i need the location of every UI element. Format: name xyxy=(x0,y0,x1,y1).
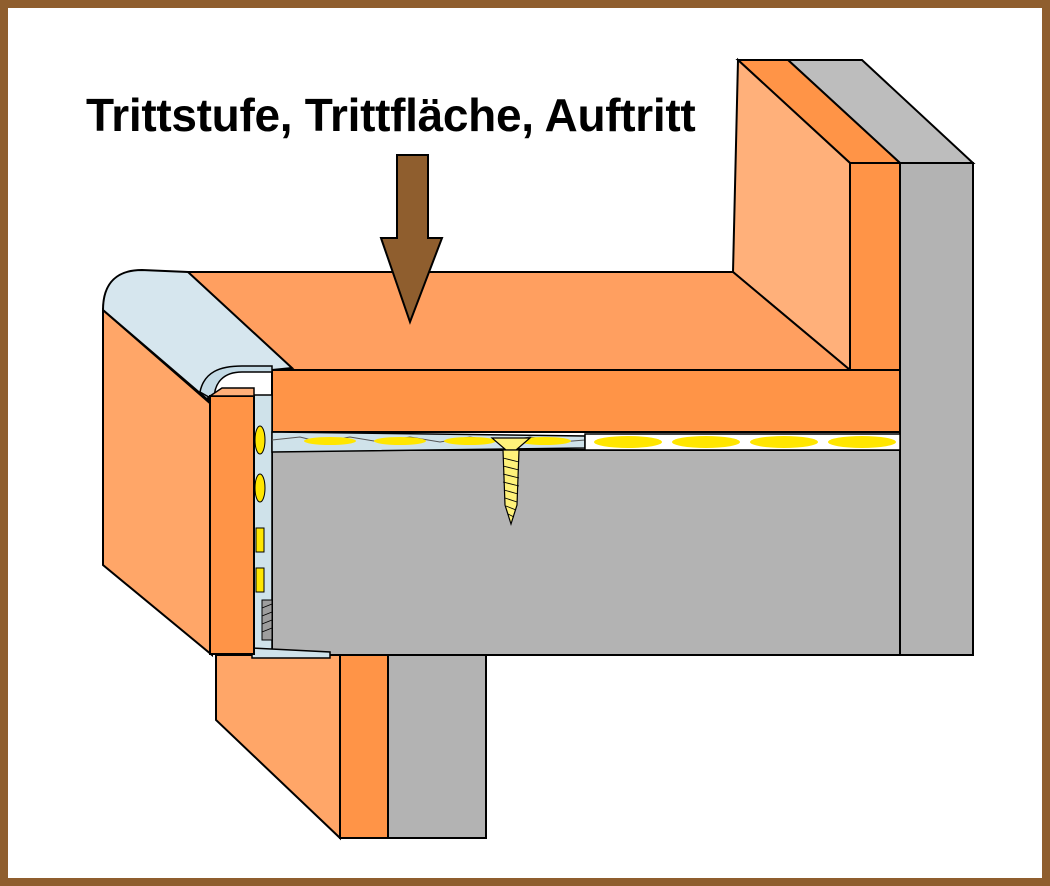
profile-anchor xyxy=(261,599,273,641)
stair-tread xyxy=(102,271,901,658)
adhesive-layer xyxy=(254,425,901,593)
diagram-caption: Trittstufe, Trittfläche, Auftritt xyxy=(86,89,696,141)
front-riser-plate xyxy=(209,395,255,655)
screw xyxy=(490,437,532,526)
upper-concrete-block xyxy=(785,59,976,656)
upper-riser-board xyxy=(731,57,903,373)
lower-concrete-block xyxy=(387,654,487,839)
front-riser-plate-top xyxy=(207,387,255,397)
lower-riser-board xyxy=(215,654,389,841)
concrete-step xyxy=(271,449,901,656)
pointer-arrow-icon xyxy=(379,154,444,325)
